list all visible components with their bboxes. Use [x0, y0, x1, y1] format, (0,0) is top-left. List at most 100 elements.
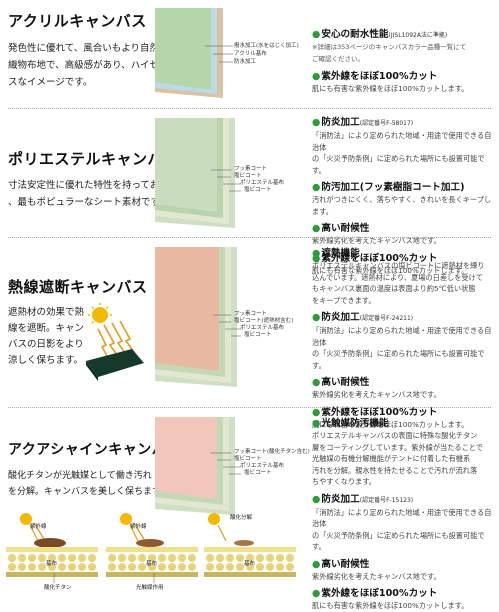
feature-heading: ●防炎加工(認定番号F-58017) — [312, 116, 494, 130]
feature-sub: (認定番号F-58017) — [359, 120, 414, 127]
layer-label: ポリエステル基布 — [240, 325, 285, 331]
section-divider — [8, 407, 491, 408]
feature-body: 紫外線劣化を考えたキャンバス地です。 — [312, 389, 494, 401]
feature-heading: ●高い耐候性 — [312, 558, 494, 571]
bullet-icon: ● — [312, 588, 321, 599]
feature-text: 汚れがつきにくく、落ちやすく、きれいを長くキープします。 — [312, 195, 492, 216]
sun-icon — [88, 303, 112, 324]
layer-diagram — [155, 417, 241, 515]
panel-reaction — [106, 513, 198, 583]
feature-heading: ●高い耐候性 — [312, 376, 494, 389]
section-title: アクアシャインキャンバス — [8, 442, 181, 458]
feature-sub: (認定番号F-15123) — [359, 496, 414, 504]
section-polyester: ポリエステルキャンバス 寸法安定性に優れた特性を持っており 、最もポピュラーなシ… — [0, 110, 499, 275]
feature-text: 込んでいます。遮熱材により、夏場の日差しを受けて — [312, 272, 483, 282]
bullet-icon: ● — [312, 29, 321, 40]
sun-icon — [120, 513, 132, 525]
desc-line: バスの日影をより — [8, 339, 84, 350]
bullet-icon: ● — [312, 223, 321, 234]
feature-heading: ●遮熱機能 — [312, 247, 494, 260]
feature-body: 「消防法」により定められた地域・用途で使用できる自治体 の「火災予防条例」に定め… — [312, 130, 494, 176]
feature-body: ※詳細は353ページのキャンバスカラー品種一覧にて ご確認ください。 — [312, 42, 494, 65]
feature-heading-text: 安心の耐水性能 — [321, 29, 389, 40]
section-description: 発色性に優れて、風合いもより自然な 織物布地で、高級感があり、ハイセン スなイメ… — [8, 40, 169, 91]
feature-body: 「消防法」により定められた地域・用途で使用できる自治体 の「火災予防条例」に定め… — [312, 325, 494, 371]
label-titanium-oxide: 酸化チタン — [44, 585, 72, 591]
desc-line: 、最もポピュラーなシート素材です。 — [8, 197, 169, 208]
sun-icon — [208, 513, 220, 525]
layer-labels: 撥水加工(水をはじく加工) アクリル基布 防水加工 — [234, 42, 299, 66]
bullet-icon: ● — [312, 248, 321, 259]
layer-diagram — [155, 118, 241, 228]
label-kifu-1: 基布 — [46, 561, 58, 567]
feature-sub: (認定番号F-24211) — [359, 315, 414, 322]
label-uv-2: 紫外線 — [130, 524, 147, 530]
feature-heading-text: 高い耐候性 — [321, 558, 370, 570]
feature-text: 肌にも有害な紫外線をほぼ100%カットします。 — [312, 419, 469, 429]
feature-body: 肌にも有害な紫外線をほぼ100%カットします。 — [312, 600, 494, 612]
feature-list: ●光触媒防汚機能 ポリエステルキャンバスの表面に特殊な酸化チタン 層をコーティン… — [312, 417, 494, 612]
feature-text: の「火災予防条例」に定められた場所にも設置可能です。 — [312, 154, 485, 175]
feature-text: 汚れを分解。親水性を持たせることで汚れが流れ落 — [312, 465, 478, 475]
bullet-icon: ● — [312, 406, 321, 418]
feature-text: ちやすくなります。 — [312, 477, 376, 486]
feature-note: ご確認ください。 — [312, 54, 364, 63]
label-uv-1: 紫外線 — [30, 524, 47, 530]
heat-shield-illustration — [86, 303, 144, 381]
bullet-icon: ● — [312, 252, 321, 264]
feature-text: をキープできます。 — [312, 295, 376, 305]
feature-text: 肌にも有害な紫外線をほぼ100%カットします。 — [312, 84, 469, 93]
feature-body: 紫外線劣化を考えたキャンバス地です。 — [312, 235, 494, 247]
layer-label: 撥水加工(水をはじく加工) — [234, 43, 299, 49]
feature-body: 肌にも有害な紫外線をほぼ100%カットします。 — [312, 419, 494, 431]
feature-text: 肌にも有害な紫外線をほぼ100%カットします。 — [312, 601, 469, 610]
feature-heading-text: 紫外線をほぼ100%カット — [321, 588, 438, 599]
feature-heading-text: 防炎加工 — [321, 117, 360, 128]
feature-sub: (JISL1092A法に準拠) — [388, 32, 448, 39]
section-title: 熱線遮断キャンバス — [8, 278, 148, 296]
feature-text: ポリエステルキャンバスの塩ビコートに遮熱材を練り — [312, 261, 485, 270]
feature-body: ポリエステルキャンバスの塩ビコートに遮熱材を練り 込んでいます。遮熱材により、夏… — [312, 260, 494, 306]
layer-label: 塩ビコート — [244, 332, 272, 338]
section-description: 遮熱材の効果で熱 線を遮断。キャン バスの日影をより 涼しく保ちます。 — [8, 305, 84, 369]
layer-label: ポリエステル基布 — [240, 463, 285, 469]
label-kifu-3: 基布 — [244, 561, 256, 567]
label-kifu-2: 基布 — [146, 561, 158, 567]
feature-text: ポリエステルキャンバスの表面に特殊な酸化チタン — [312, 431, 478, 440]
bullet-icon: ● — [312, 182, 321, 193]
feature-body: 「消防法」により定められた地域・用途で使用できる自治体 の「火災予防条例」に定め… — [312, 507, 494, 553]
desc-line: 寸法安定性に優れた特性を持っており — [8, 180, 169, 191]
feature-text: 「消防法」により定められた地域・用途で使用できる自治体 — [312, 326, 492, 347]
bullet-icon: ● — [312, 418, 321, 429]
heat-rays-icon — [97, 320, 137, 362]
section-description: 寸法安定性に優れた特性を持っており 、最もポピュラーなシート素材です。 — [8, 177, 169, 211]
bullet-icon: ● — [312, 117, 321, 128]
desc-line: を分解。キャンバスを美しく保ちます。 — [8, 487, 170, 497]
feature-text: 「消防法」により定められた地域・用途で使用できる自治体 — [312, 131, 492, 152]
layer-label: 塩ビコート — [234, 456, 262, 462]
feature-heading: ●紫外線をほぼ100%カット — [312, 587, 494, 600]
feature-body: 肌にも有害な紫外線をほぼ100%カットします。 — [312, 83, 494, 95]
feature-heading-text: 紫外線をほぼ100%カット — [321, 252, 438, 264]
layer-label: フッ素コート — [234, 166, 268, 172]
sun-icon — [20, 513, 32, 525]
desc-line: 発色性に優れて、風合いもより自然な — [8, 43, 169, 54]
feature-heading: ●紫外線をほぼ100%カット — [312, 252, 494, 265]
layer-label: 塩ビコート(遮熱材含む) — [234, 318, 294, 324]
section-title: アクリルキャンバス — [8, 12, 147, 30]
label-photocatalysis: 光触媒作用 — [136, 585, 164, 591]
feature-text: 層をコーティングしています。紫外線が当たることで — [312, 442, 483, 452]
desc-line: 酸化チタンが光触媒として働き汚れ — [8, 471, 152, 481]
section-description: 酸化チタンが光触媒として働き汚れ を分解。キャンバスを美しく保ちます。 — [8, 468, 169, 500]
feature-heading-text: 遮熱機能 — [321, 248, 360, 259]
feature-heading: ●防炎加工(認定番号F-24211) — [312, 311, 494, 325]
feature-text: の「火災予防条例」に定められた場所にも設置可能です。 — [312, 530, 485, 552]
feature-text: 肌にも有害な紫外線をほぼ100%カットします。 — [312, 265, 469, 275]
section-divider — [8, 237, 491, 238]
panel-after — [204, 513, 296, 577]
panel-before — [6, 513, 98, 583]
layer-label: フッ素コート — [234, 311, 268, 317]
feature-heading-text: 防汚加工(フッ素樹脂コート加工) — [321, 182, 465, 193]
feature-heading-text: 紫外線をほぼ100%カット — [321, 406, 438, 418]
feature-heading-text: 高い耐候性 — [321, 377, 370, 388]
